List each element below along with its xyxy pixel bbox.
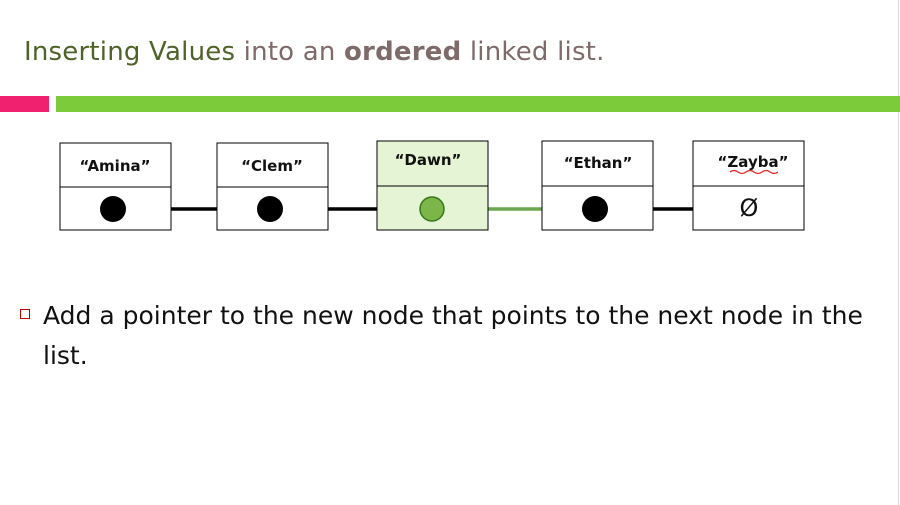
node-label: “Amina” — [80, 157, 151, 175]
slide-title: Inserting Values into an ordered linked … — [24, 37, 605, 67]
title-part-ordered: ordered — [344, 37, 462, 67]
bullet-text: Add a pointer to the new node that point… — [43, 301, 863, 370]
list-node-dawn-new: “Dawn” — [376, 140, 489, 231]
slide-edge-line — [898, 0, 899, 505]
hollow-square-bullet-icon — [20, 309, 30, 319]
accent-bar-green — [56, 96, 900, 112]
accent-bar-pink — [0, 96, 49, 112]
node-label: “Zayba” — [718, 153, 789, 171]
node-label: “Clem” — [241, 157, 303, 175]
title-part-inserting-values: Inserting Values — [24, 37, 236, 67]
new-pointer-dot-icon — [419, 196, 445, 222]
list-node-amina: “Amina” — [59, 142, 172, 231]
pointer-dot-icon — [100, 196, 126, 222]
pointer-dot-icon — [582, 196, 608, 222]
pointer-dot-icon — [257, 196, 283, 222]
spellcheck-underline — [729, 169, 779, 175]
node-label: “Dawn” — [395, 151, 462, 169]
title-part-linked-list: linked list. — [461, 37, 605, 67]
list-node-ethan: “Ethan” — [541, 140, 654, 231]
list-node-zayba: “Zayba” Ø — [692, 140, 805, 231]
node-label: “Ethan” — [564, 154, 633, 172]
title-part-into-an: into an — [235, 37, 344, 67]
null-pointer-symbol: Ø — [740, 194, 759, 222]
list-node-clem: “Clem” — [216, 142, 329, 231]
